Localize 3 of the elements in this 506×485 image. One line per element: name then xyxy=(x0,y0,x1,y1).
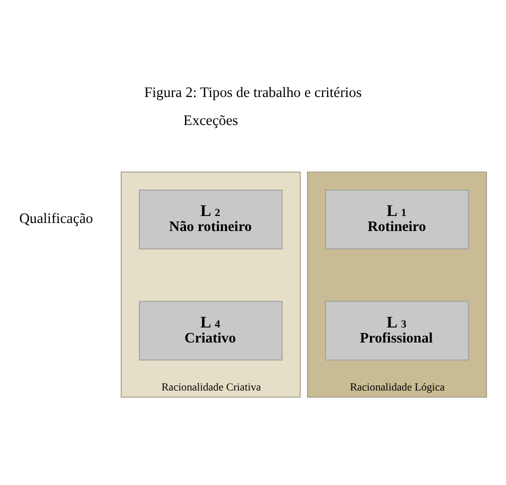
label: Qualificação xyxy=(19,210,94,226)
label: Exceções xyxy=(183,112,238,128)
diagram-title: Figura 2: Tipos de trabalho e critérios xyxy=(144,84,362,100)
